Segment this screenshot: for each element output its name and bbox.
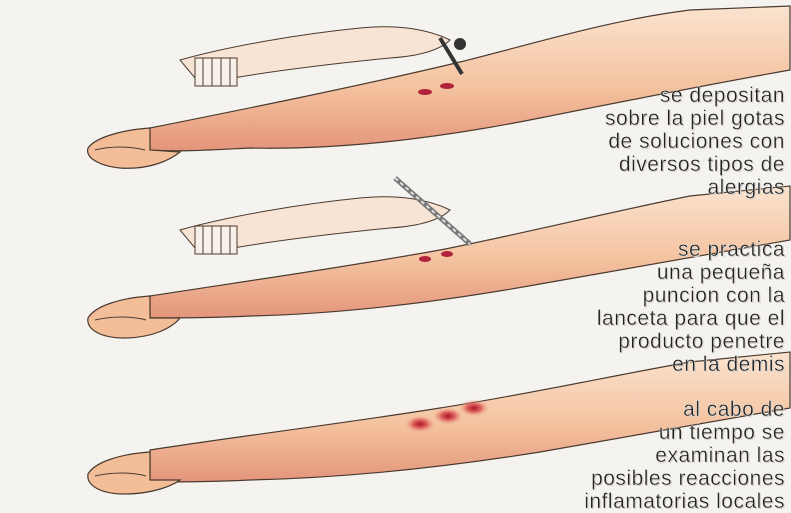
drop-1b — [440, 83, 454, 89]
caption-line: sobre la piel gotas — [605, 107, 785, 130]
wheal-3a — [404, 415, 436, 433]
drop-2a — [419, 256, 431, 262]
wheal-3c — [458, 399, 490, 417]
caption-line: al cabo de — [584, 398, 785, 421]
caption-line: posibles reacciones — [584, 467, 785, 490]
drop-1a — [418, 89, 432, 95]
caption-line: en la demis — [597, 353, 785, 376]
caption-step-3: al cabo de un tiempo se examinan las pos… — [584, 398, 785, 513]
caption-line: puncion con la — [597, 284, 785, 307]
caption-line: inflamatorias locales — [584, 490, 785, 513]
caption-line: diversos tipos de — [605, 153, 785, 176]
caption-line: se depositan — [605, 84, 785, 107]
caption-step-2: se practica una pequeña puncion con la l… — [597, 238, 785, 376]
cuff-2 — [195, 226, 237, 254]
caption-line: examinan las — [584, 444, 785, 467]
caption-line: de soluciones con — [605, 130, 785, 153]
cuff-1 — [195, 58, 237, 86]
caption-line: alergias — [605, 176, 785, 199]
drop-2b — [441, 251, 453, 257]
caption-line: una pequeña — [597, 261, 785, 284]
caption-line: un tiempo se — [584, 421, 785, 444]
caption-line: producto penetre — [597, 330, 785, 353]
caption-step-1: se depositan sobre la piel gotas de solu… — [605, 84, 785, 199]
caption-line: se practica — [597, 238, 785, 261]
caption-line: lanceta para que el — [597, 307, 785, 330]
